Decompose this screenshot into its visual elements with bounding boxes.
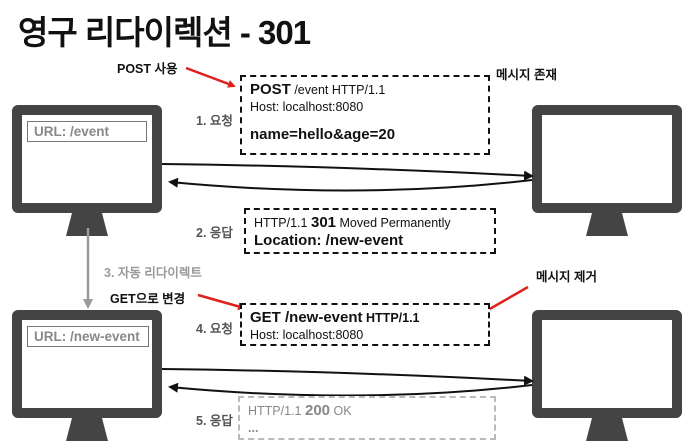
request-arrow-bottom bbox=[161, 368, 534, 386]
response-5-message: HTTP/1.1 200 OK ... bbox=[238, 396, 496, 440]
request-4-host: Host: localhost:8080 bbox=[250, 328, 364, 342]
request-1-body: name=hello&age=20 bbox=[250, 126, 396, 143]
url-bar-bottom: URL: /new-event bbox=[27, 326, 149, 347]
get-change-label: GET으로 변경 bbox=[110, 292, 186, 306]
server-monitor-bottom-icon bbox=[532, 310, 682, 441]
step-request-1: 1. 요청 bbox=[196, 114, 233, 128]
step-request-4: 4. 요청 bbox=[196, 322, 233, 336]
post-use-label: POST 사용 bbox=[117, 62, 178, 76]
post-use-arrow bbox=[185, 66, 236, 88]
server-monitor-top-icon bbox=[532, 105, 682, 236]
response-5-reason: OK bbox=[333, 404, 352, 418]
response-2-proto: HTTP/1.1 bbox=[254, 216, 308, 230]
response-2-code: 301 bbox=[310, 214, 337, 231]
step-response-2: 2. 응답 bbox=[196, 226, 233, 240]
response-5-ellipsis: ... bbox=[248, 421, 259, 435]
request-4-proto: HTTP/1.1 bbox=[366, 311, 420, 325]
request-1-message: POST /event HTTP/1.1 Host: localhost:808… bbox=[240, 75, 490, 155]
response-arrow-top bbox=[168, 177, 533, 192]
page-title: 영구 리다이렉션 - 301 bbox=[18, 14, 311, 51]
get-change-arrow bbox=[197, 293, 246, 311]
message-removed-label: 메시지 제거 bbox=[536, 270, 597, 284]
request-4-method-path: GET /new-event bbox=[250, 309, 363, 326]
response-arrow-bottom bbox=[168, 382, 533, 397]
request-1-method: POST bbox=[250, 81, 291, 98]
step-response-5: 5. 응답 bbox=[196, 414, 233, 428]
auto-redirect-label: 3. 자동 리다이렉트 bbox=[104, 266, 202, 280]
request-1-host: Host: localhost:8080 bbox=[250, 100, 364, 114]
message-exists-label: 메시지 존재 bbox=[496, 68, 557, 82]
request-4-message: GET /new-event HTTP/1.1 Host: localhost:… bbox=[240, 303, 490, 346]
response-2-message: HTTP/1.1 301 Moved Permanently Location:… bbox=[244, 208, 496, 254]
response-2-location: Location: /new-event bbox=[254, 232, 404, 249]
response-5-code: 200 bbox=[304, 402, 331, 419]
request-1-path: /event HTTP/1.1 bbox=[294, 83, 386, 97]
response-2-reason: Moved Permanently bbox=[339, 216, 451, 230]
url-bar-top: URL: /event bbox=[27, 121, 147, 142]
response-5-proto: HTTP/1.1 bbox=[248, 404, 302, 418]
request-arrow-top bbox=[161, 163, 534, 181]
